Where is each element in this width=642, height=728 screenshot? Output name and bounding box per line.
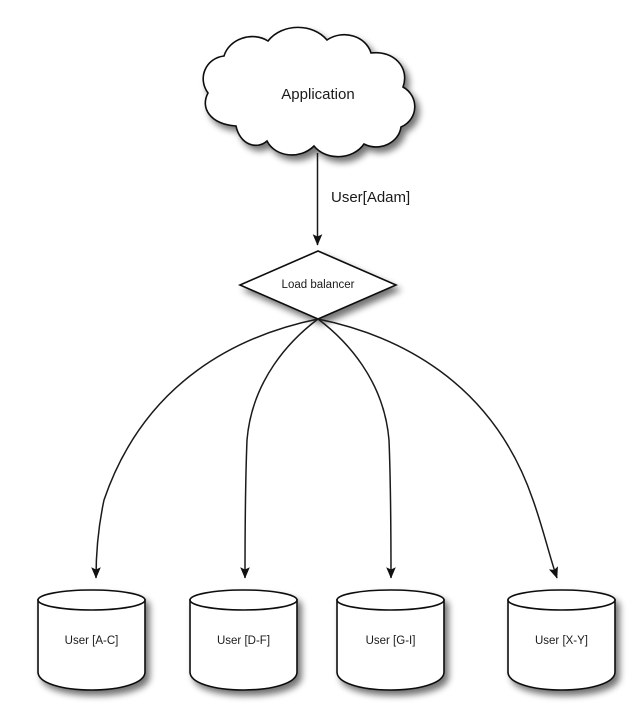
database-0-label: User [A-C] [65,635,119,647]
edge-application-to-balancer: User[Adam] [312,153,410,246]
node-load-balancer-diamond[interactable]: Load balancer [237,250,399,320]
edge-balancer-to-db-2 [317,318,396,579]
node-database-2[interactable]: User [G-I] [336,589,445,691]
edge-balancer-to-db-1 [240,318,319,579]
node-database-1[interactable]: User [D-F] [189,589,298,691]
database-1-label: User [D-F] [217,635,270,647]
node-application-cloud[interactable]: Application [202,26,416,158]
edge-balancer-to-db-0 [91,318,319,579]
edge-line-balancer-db-2 [317,318,396,579]
edge-balancer-to-db-3 [317,318,558,579]
node-database-0[interactable]: User [A-C] [37,589,146,691]
edge-line-balancer-db-0 [91,318,319,579]
node-database-3[interactable]: User [X-Y] [507,589,616,691]
edge-line-balancer-db-1 [240,318,319,579]
application-label: Application [281,86,354,103]
database-3-label: User [X-Y] [535,635,588,647]
edge-label-user-adam: User[Adam] [331,189,410,206]
edge-line-balancer-db-3 [317,318,558,579]
load-balancer-label: Load balancer [282,279,355,291]
database-2-label: User [G-I] [366,635,416,647]
